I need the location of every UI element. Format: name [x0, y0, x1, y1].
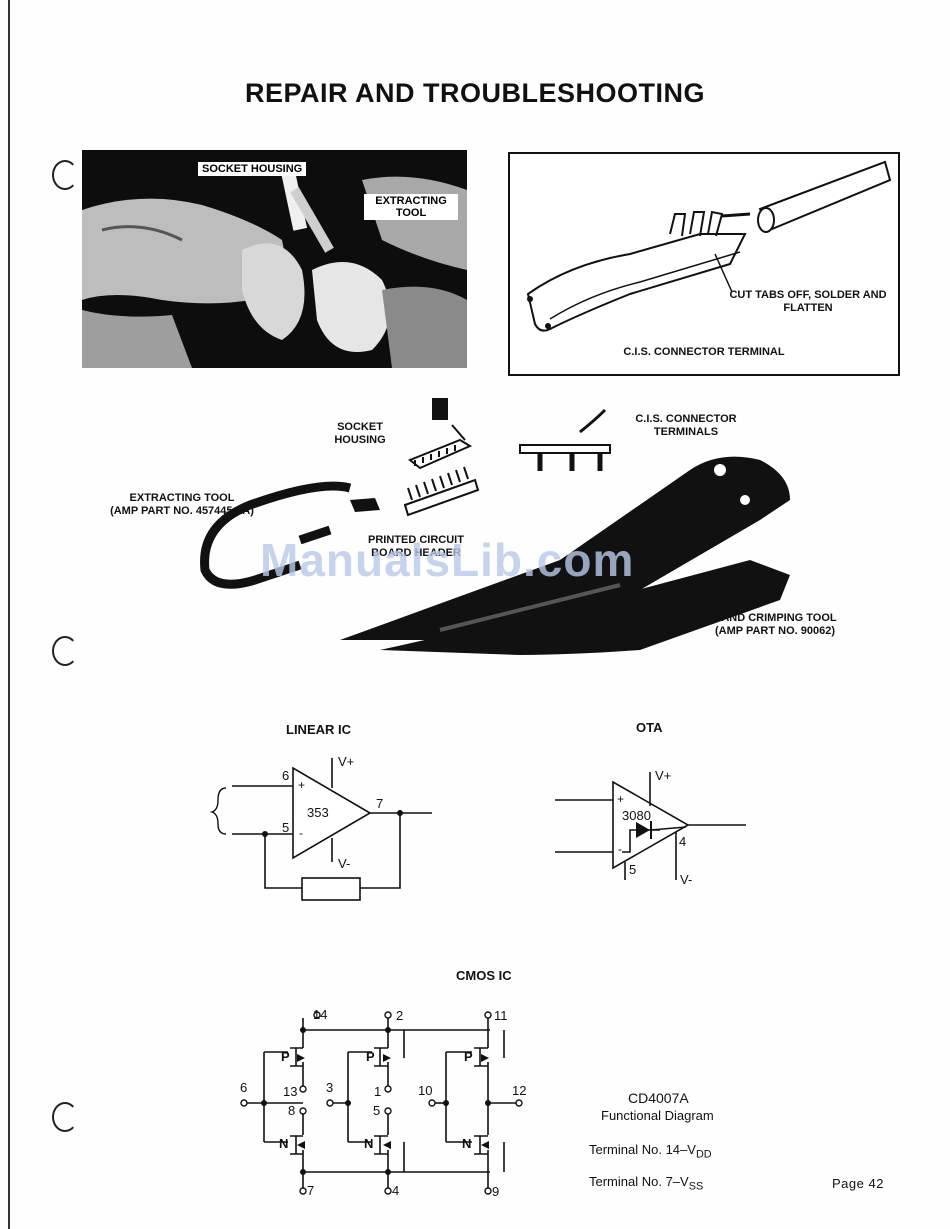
ota-plus-sign: + — [617, 792, 625, 806]
linear-ic-pin-plus: 6 — [282, 768, 290, 783]
extracting-tool-label: EXTRACTING TOOL — [364, 194, 458, 220]
ota-chip: 3080 — [622, 808, 651, 823]
cis-terminals-caption: C.I.S. CONNECTOR TERMINALS — [635, 413, 737, 438]
linear-ic-vminus: V- — [338, 856, 351, 871]
cmos-pin-8: 8 — [288, 1103, 296, 1118]
terminal-vss-sub: SS — [688, 1180, 704, 1193]
linear-ic-chip: 353 — [307, 805, 329, 820]
binder-hole-icon — [52, 636, 78, 666]
cmos-p-label: P — [366, 1049, 375, 1064]
cmos-pin-1: 1 — [374, 1084, 382, 1099]
linear-ic-minus-sign: - — [299, 826, 303, 840]
cmos-pin-13: 13 — [283, 1084, 298, 1099]
cmos-p-label: P — [281, 1049, 290, 1064]
linear-ic-pin-out: 7 — [376, 796, 384, 811]
terminal-vdd-sub: DD — [695, 1148, 712, 1161]
cmos-pin-12: 12 — [512, 1083, 527, 1098]
socket-housing-label: SOCKET HOUSING — [198, 162, 307, 176]
binder-hole-icon — [52, 1102, 78, 1132]
linear-ic-pin-minus: 5 — [282, 820, 290, 835]
crimping-tool-part: (AMP PART NO. 90062) — [714, 625, 835, 637]
page-number: Page 42 — [832, 1176, 884, 1191]
terminal-vss-note: Terminal No. 7–VSS — [589, 1174, 703, 1193]
cmos-pin-4: 4 — [392, 1183, 400, 1198]
ota-vminus: V- — [680, 872, 693, 887]
cmos-pin-3: 3 — [326, 1080, 334, 1095]
cmos-pin-10: 10 — [418, 1083, 433, 1098]
cmos-pin-6: 6 — [240, 1080, 248, 1095]
linear-ic-plus-sign: + — [298, 778, 306, 792]
cmos-pin-5: 5 — [373, 1103, 381, 1118]
ota-heading: OTA — [636, 720, 663, 735]
cmos-pin-11: 11 — [494, 1008, 508, 1023]
cmos-n-label: N — [462, 1136, 472, 1151]
connector-terminal-box: CUT TABS OFF, SOLDER AND FLATTEN C.I.S. … — [508, 152, 900, 376]
ota-vplus: V+ — [655, 768, 672, 783]
linear-ic-heading: LINEAR IC — [286, 722, 351, 737]
terminal-vss-text: Terminal No. 7–V — [589, 1174, 689, 1189]
connector-terminal-drawing — [526, 160, 892, 332]
connector-terminal-caption: C.I.S. CONNECTOR TERMINAL — [623, 346, 785, 358]
extracting-tool-part: (AMP PART NO. 457445-1A) — [110, 505, 254, 517]
binder-hole-icon — [52, 160, 78, 190]
socket-housing-caption: SOCKET HOUSING — [334, 421, 386, 446]
cmos-p-label: P — [464, 1049, 473, 1064]
extraction-photo: SOCKET HOUSING EXTRACTING TOOL — [82, 150, 467, 368]
pcb-header-caption: PRINTED CIRCUIT BOARD HEADER — [368, 534, 464, 559]
ota-minus-sign: - — [618, 842, 622, 856]
page-title: REPAIR AND TROUBLESHOOTING — [244, 78, 705, 108]
cmos-n-label: N — [279, 1136, 289, 1151]
terminal-vdd-text: Terminal No. 14–V — [589, 1142, 696, 1157]
crimping-tool-caption: HAND CRIMPING TOOL — [713, 612, 837, 624]
cmos-part-number: CD4007A — [628, 1090, 689, 1106]
cut-tabs-label: CUT TABS OFF, SOLDER AND FLATTEN — [729, 289, 887, 314]
linear-ic-vplus: V+ — [338, 754, 355, 769]
cmos-description: Functional Diagram — [601, 1108, 714, 1123]
cmos-n-label: N — [364, 1136, 374, 1151]
cmos-pin-9: 9 — [492, 1184, 500, 1199]
cmos-pin-14: 14 — [313, 1007, 328, 1022]
watermark: ManualsLib.com — [260, 534, 635, 586]
ota-pin4: 4 — [679, 834, 687, 849]
ota-pin5: 5 — [629, 862, 637, 877]
cmos-heading: CMOS IC — [456, 968, 512, 983]
terminal-vdd-note: Terminal No. 14–VDD — [589, 1142, 712, 1161]
cmos-pin-2: 2 — [396, 1008, 404, 1023]
extracting-tool-caption: EXTRACTING TOOL — [129, 492, 235, 504]
page-edge-line — [8, 0, 10, 1229]
cmos-pin-7: 7 — [307, 1183, 315, 1198]
